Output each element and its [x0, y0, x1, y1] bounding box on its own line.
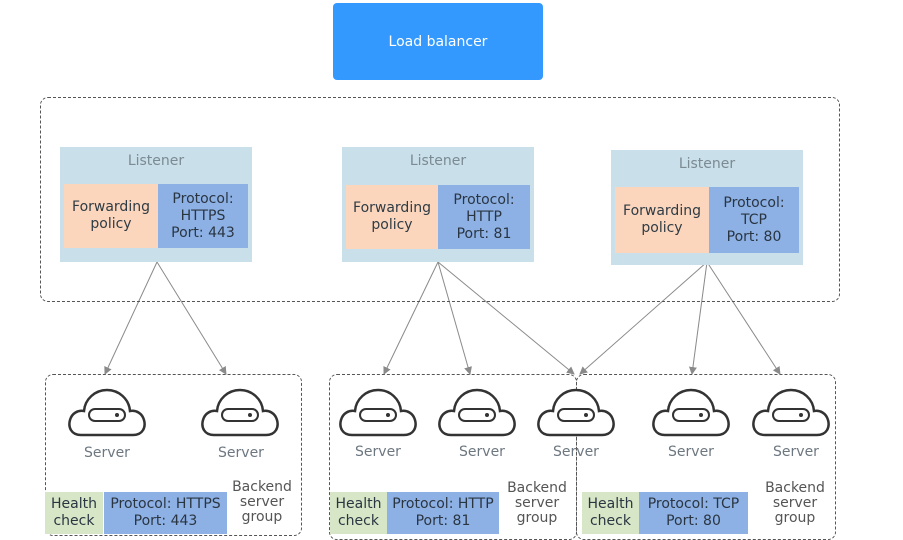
connector-l1-s2	[156, 261, 227, 375]
listener-container	[40, 97, 840, 302]
server-cloud-icon	[67, 387, 147, 437]
server-label: Server	[773, 444, 819, 460]
connector-l3-s5	[579, 261, 708, 375]
group-label-line: Backend	[232, 479, 292, 495]
group-label-line: group	[516, 510, 558, 526]
policy-line: policy	[641, 220, 683, 236]
group-label-line: Backend	[765, 480, 825, 496]
server-label: Server	[84, 445, 130, 461]
listener-title: Listener	[127, 153, 185, 169]
listener-title: Listener	[409, 153, 467, 169]
policy-line: Forwarding	[72, 199, 150, 215]
protocol-line: Port: 80	[726, 228, 782, 245]
protocol-line: Port: 443	[171, 224, 235, 241]
connector-l2-s3	[383, 261, 439, 375]
connector-l1-s1	[104, 261, 158, 375]
policy-line: Forwarding	[353, 200, 431, 216]
protocol-line: Protocol: TCP	[723, 194, 785, 228]
server-cloud-icon	[651, 387, 731, 437]
policy-line: Forwarding	[623, 203, 701, 219]
health-line: check	[589, 513, 631, 529]
health-line: check	[53, 513, 95, 529]
backend-group-1	[45, 374, 302, 536]
connector-l3-s6	[688, 261, 708, 375]
server-cloud-icon	[338, 387, 418, 437]
protocol-line: Protocol: HTTP	[392, 496, 494, 512]
policy-line: policy	[371, 217, 413, 233]
group-label-line: group	[774, 510, 816, 526]
protocol-line: Protocol:	[453, 191, 515, 208]
protocol-line: Protocol:	[172, 190, 234, 207]
protocol-line: Port: 81	[456, 225, 512, 242]
server-label: Server	[355, 444, 401, 460]
protocol-line: Port: 81	[415, 513, 471, 529]
server-cloud-icon	[536, 387, 616, 437]
listener-title: Listener	[678, 156, 736, 172]
group-label-line: Backend	[507, 480, 567, 496]
server-label: Server	[218, 445, 264, 461]
protocol-line: Protocol: TCP	[647, 496, 740, 512]
server-label: Server	[459, 444, 505, 460]
connector-l2-s4	[437, 261, 472, 375]
load-balancer-label: Load balancer	[388, 33, 488, 50]
protocol-line: HTTP	[466, 208, 502, 225]
group-label-line: group	[241, 509, 283, 525]
group-label-line: server	[772, 495, 818, 511]
health-line: Health	[587, 496, 634, 512]
connector-l2-s5	[437, 261, 575, 375]
policy-line: policy	[90, 216, 132, 232]
server-cloud-icon	[751, 387, 831, 437]
server-cloud-icon	[200, 387, 280, 437]
protocol-line: Protocol: HTTPS	[110, 496, 221, 512]
health-line: Health	[335, 496, 382, 512]
server-cloud-icon	[437, 387, 517, 437]
server-label: Server	[668, 444, 714, 460]
group-label-line: server	[239, 494, 285, 510]
connector-l3-s7	[706, 261, 781, 375]
health-line: check	[337, 513, 379, 529]
protocol-line: HTTPS	[180, 207, 226, 224]
protocol-line: Port: 443	[133, 513, 198, 529]
load-balancer-box: Load balancer	[333, 3, 543, 80]
protocol-line: Port: 80	[666, 513, 721, 529]
server-label: Server	[553, 444, 599, 460]
health-line: Health	[51, 496, 97, 512]
group-label-line: server	[514, 495, 560, 511]
